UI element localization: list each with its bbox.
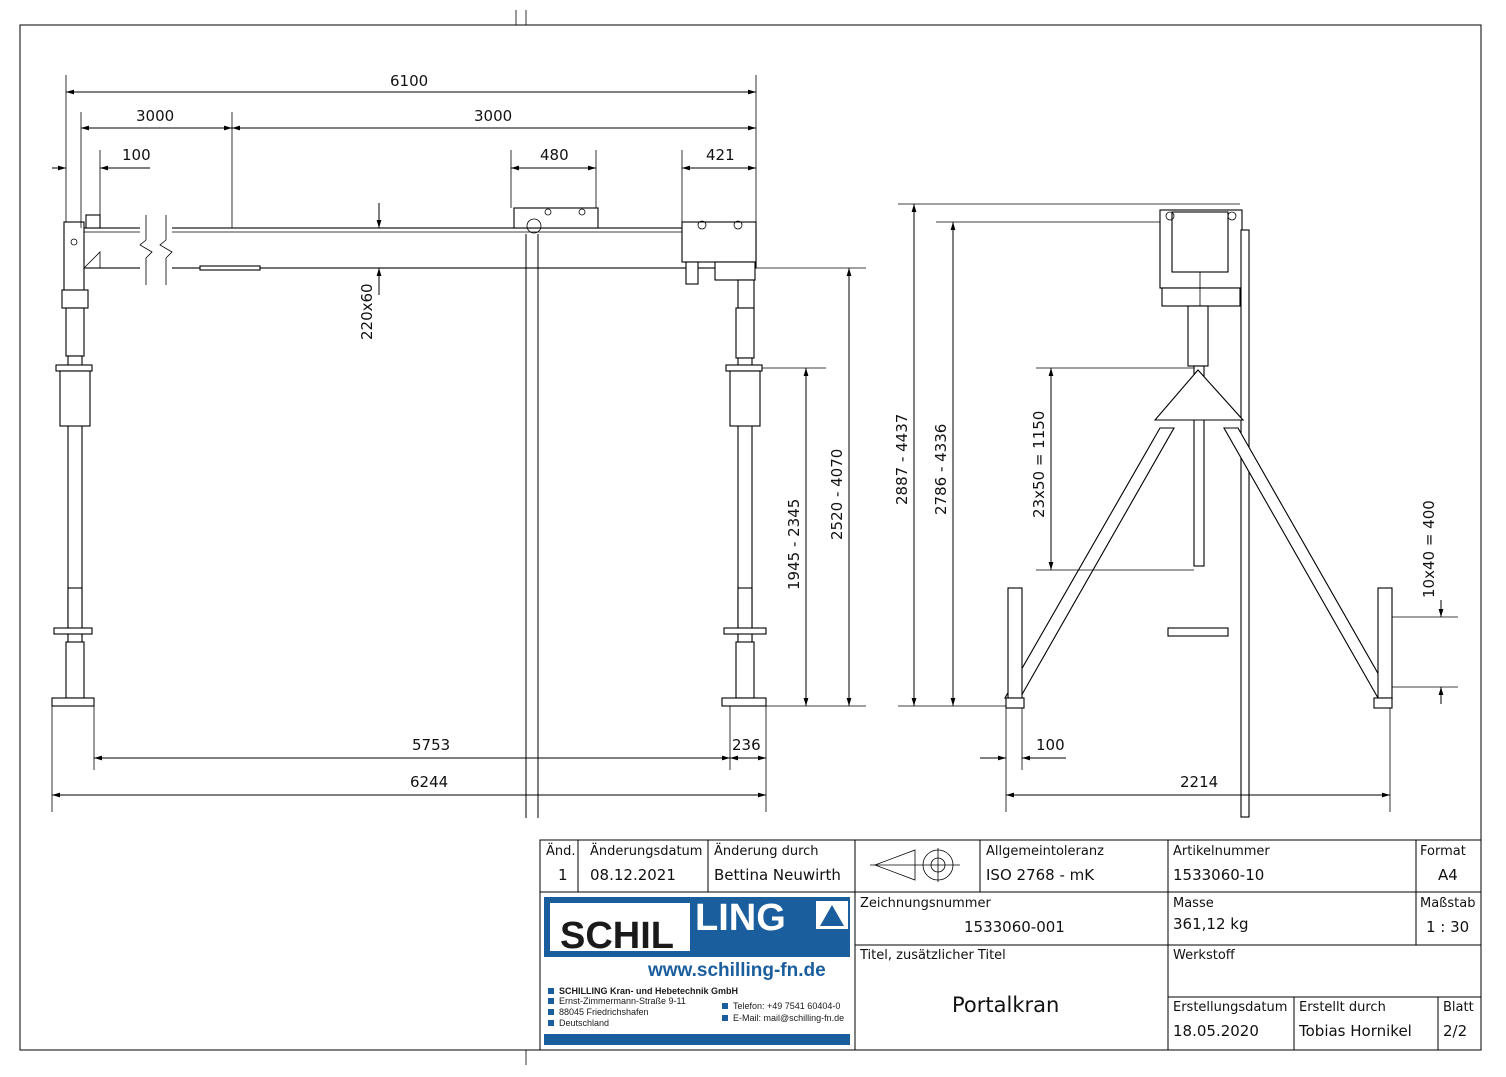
erstellungsdatum-value: 18.05.2020 — [1173, 1022, 1259, 1040]
dim-6100: 6100 — [390, 72, 428, 90]
aenderung-durch-value: Bettina Neuwirth — [714, 866, 841, 884]
titel-label: Titel, zusätzlicher Titel — [859, 948, 1006, 963]
masse-label: Masse — [1173, 896, 1214, 911]
logo-text-part1: SCHIL — [560, 915, 674, 957]
company-phone: Telefon: +49 7541 60404-0 — [733, 1001, 840, 1011]
massstab-label: Maßstab — [1420, 896, 1475, 911]
dim-3000-right: 3000 — [474, 107, 512, 125]
dim-1945-2345: 1945 - 2345 — [785, 499, 803, 590]
company-street: Ernst-Zimmermann-Straße 9-11 — [559, 996, 686, 1006]
blatt-label: Blatt — [1443, 1000, 1474, 1015]
dim-100-side: 100 — [1036, 736, 1065, 754]
company-website: www.schilling-fn.de — [647, 960, 826, 981]
aend-label: Änd. — [546, 843, 576, 859]
aend-value: 1 — [558, 866, 568, 884]
company-name: SCHILLING Kran- und Hebetechnik GmbH — [559, 986, 738, 996]
dim-2214: 2214 — [1180, 773, 1218, 791]
allgemeintoleranz-value: ISO 2768 - mK — [986, 866, 1095, 884]
company-country: Deutschland — [559, 1018, 609, 1028]
dim-5753: 5753 — [412, 736, 450, 754]
format-label: Format — [1420, 844, 1466, 859]
dim-480: 480 — [540, 146, 569, 164]
logo-triangle-icon — [820, 905, 844, 926]
dim-100-top: 100 — [122, 146, 151, 164]
format-value: A4 — [1438, 866, 1458, 884]
aenderungsdatum-value: 08.12.2021 — [590, 866, 676, 884]
zeichnungsnummer-value: 1533060-001 — [964, 918, 1065, 936]
dim-236: 236 — [732, 736, 761, 754]
front-view: 6100 3000 3000 100 480 421 220x60 1945 -… — [51, 72, 866, 818]
dim-2786-4336: 2786 - 4336 — [932, 424, 950, 515]
projection-symbol-icon — [870, 848, 960, 882]
logo-text-part2: LING — [695, 897, 786, 939]
company-city: 88045 Friedrichshafen — [559, 1007, 649, 1017]
dim-2520-4070: 2520 - 4070 — [828, 449, 846, 540]
masse-value: 361,12 kg — [1173, 915, 1248, 933]
side-view: 2887 - 4437 2786 - 4336 23x50 = 1150 10x… — [893, 203, 1458, 818]
erstellt-durch-label: Erstellt durch — [1299, 1000, 1386, 1015]
zeichnungsnummer-label: Zeichnungsnummer — [860, 896, 991, 911]
company-logo: SCHIL LING www.schilling-fn.de — [544, 897, 850, 981]
artikelnummer-label: Artikelnummer — [1173, 844, 1270, 859]
erstellt-durch-value: Tobias Hornikel — [1298, 1022, 1412, 1040]
artikelnummer-value: 1533060-10 — [1173, 866, 1264, 884]
dim-3000-left: 3000 — [136, 107, 174, 125]
title-block: Änd. 1 Änderungsdatum 08.12.2021 Änderun… — [539, 839, 1482, 1051]
blatt-value: 2/2 — [1443, 1022, 1467, 1040]
dim-23x50: 23x50 = 1150 — [1030, 411, 1048, 518]
dim-10x40: 10x40 = 400 — [1420, 500, 1438, 598]
massstab-value: 1 : 30 — [1426, 918, 1469, 936]
allgemeintoleranz-label: Allgemeintoleranz — [986, 844, 1104, 859]
titel-value: Portalkran — [952, 993, 1059, 1017]
company-email: E-Mail: mail@schilling-fn.de — [733, 1013, 844, 1023]
aenderungsdatum-label: Änderungsdatum — [590, 843, 702, 859]
dim-6244: 6244 — [410, 773, 448, 791]
dim-421: 421 — [706, 146, 735, 164]
werkstoff-label: Werkstoff — [1173, 948, 1236, 963]
dim-2887-4437: 2887 - 4437 — [893, 414, 911, 505]
dim-220x60: 220x60 — [358, 283, 376, 340]
erstellungsdatum-label: Erstellungsdatum — [1173, 1000, 1287, 1015]
aenderung-durch-label: Änderung durch — [714, 843, 819, 859]
